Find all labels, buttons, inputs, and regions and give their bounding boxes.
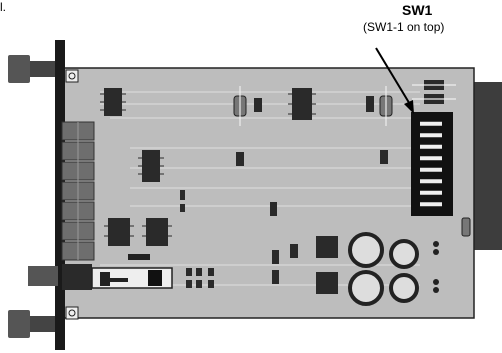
thumbscrew-top	[8, 55, 55, 83]
thumbscrew-bottom	[8, 310, 55, 338]
callout-arrow	[375, 47, 414, 114]
passive-leads	[239, 86, 387, 126]
sw1-title: SW1	[402, 2, 433, 18]
dip-switch-position-4	[420, 156, 442, 161]
ic-pins	[100, 93, 316, 237]
dip-switch-position-2	[420, 133, 442, 138]
dip-switch-sw1	[411, 112, 453, 216]
cable-connector	[28, 254, 173, 290]
dip-switch-position-3	[420, 144, 442, 149]
dip-switch-toggles	[420, 121, 442, 207]
diodes	[412, 80, 456, 104]
dip-switch-position-5	[420, 167, 442, 172]
passive-components	[180, 95, 471, 288]
dip-switch-position-7	[420, 190, 442, 195]
mounting-hole-bottom	[65, 306, 79, 320]
mounting-hole-top	[65, 69, 79, 83]
front-panel	[55, 40, 65, 350]
edge-connector	[470, 82, 502, 250]
square-components	[316, 236, 338, 294]
dip-switch-position-1	[420, 121, 442, 126]
corner-fragment: l.	[0, 0, 6, 14]
dip-switch-position-8	[420, 202, 442, 207]
sw1-subtitle: (SW1-1 on top)	[363, 20, 445, 34]
front-connector-stack	[61, 121, 95, 261]
dip-switch-position-6	[420, 179, 442, 184]
capacitors	[348, 232, 439, 306]
